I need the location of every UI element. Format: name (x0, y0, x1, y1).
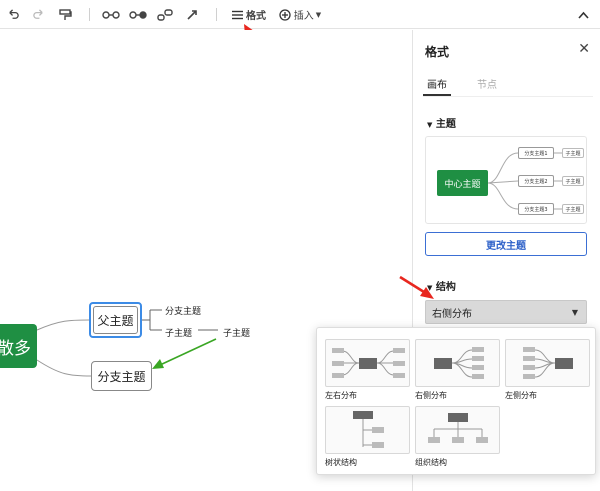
structure-section-header[interactable]: ▼ 结构 (427, 278, 456, 293)
parent-topic[interactable]: 父主题 (89, 302, 142, 338)
structure-option-label: 左侧分布 (505, 391, 537, 400)
preview-child-1: 子主题 (562, 148, 584, 158)
left-right-layout-icon (332, 348, 405, 378)
close-icon[interactable]: ✕ (578, 41, 590, 57)
collapse-icon[interactable] (574, 0, 592, 29)
theme-section-header[interactable]: ▼ 主题 (427, 115, 456, 130)
boundary-icon[interactable] (155, 0, 175, 29)
branch-topic[interactable]: 分支主题 (91, 361, 152, 391)
format-button[interactable]: 格式 (228, 0, 270, 29)
parent-topic-label: 父主题 (97, 313, 134, 328)
structure-selected-value: 右侧分布 (432, 308, 472, 320)
structure-option-label: 左右分布 (325, 391, 357, 400)
preview-branch-3: 分支主题3 (518, 203, 554, 215)
sub-topic-1[interactable]: 分支主题 (165, 307, 202, 317)
preview-branch-1: 分支主题1 (518, 147, 554, 159)
org-chart-layout-icon (428, 413, 488, 443)
active-tab-indicator (423, 94, 451, 96)
structure-option-label: 右侧分布 (415, 391, 447, 400)
format-icon (232, 10, 243, 19)
left-layout-icon (523, 347, 573, 379)
option-thumbnail (505, 339, 590, 387)
option-thumbnail (415, 339, 500, 387)
structure-option-label: 组织结构 (415, 458, 447, 467)
annotation-arrow-red (399, 275, 434, 299)
sub-topic-2[interactable]: 子主题 (165, 329, 193, 339)
sub-topic-3[interactable]: 子主题 (223, 329, 251, 339)
chevron-down-icon: ▼ (571, 308, 578, 317)
tree-layout-icon (353, 411, 384, 448)
parent-topic-box: 父主题 (93, 306, 138, 334)
undo-icon[interactable] (4, 0, 22, 29)
structure-options-popup: 左右分布 右侧分布 左侧分布 (316, 327, 596, 475)
caret-down-icon: ▼ (427, 284, 433, 292)
structure-select[interactable]: 右侧分布 ▼ (425, 300, 587, 324)
right-layout-icon (434, 347, 484, 379)
theme-preview[interactable]: 中心主题 分支主题1 分支主题2 分支主题3 子主题 子主题 子主题 (425, 136, 587, 224)
toolbar: 格式 插入 ▼ (0, 0, 600, 29)
preview-center-topic: 中心主题 (437, 170, 488, 196)
change-theme-button[interactable]: 更改主题 (425, 232, 587, 256)
toolbar-separator (216, 8, 217, 21)
tab-canvas[interactable]: 画布 (427, 80, 447, 91)
insert-label: 插入 (293, 11, 314, 22)
preview-child-3: 子主题 (562, 204, 584, 214)
annotation-arrow-green (152, 338, 217, 369)
option-thumbnail (415, 406, 500, 454)
option-thumbnail (325, 339, 410, 387)
structure-option-left[interactable]: 左侧分布 (505, 339, 590, 401)
option-thumbnail (325, 406, 410, 454)
structure-option-left-right[interactable]: 左右分布 (325, 339, 410, 401)
tab-divider (423, 96, 593, 97)
structure-option-tree[interactable]: 树状结构 (325, 406, 410, 468)
theme-section-label: 主题 (435, 119, 456, 130)
theme-preview-lines (487, 152, 562, 210)
preview-branch-2: 分支主题2 (518, 175, 554, 187)
toolbar-separator (89, 8, 90, 21)
summary-icon[interactable] (127, 0, 149, 29)
insert-icon (279, 8, 291, 21)
format-painter-icon[interactable] (55, 0, 75, 29)
connector-icon[interactable] (182, 0, 202, 29)
relation-icon[interactable] (100, 0, 122, 29)
caret-down-icon: ▼ (427, 121, 433, 129)
preview-child-2: 子主题 (562, 176, 584, 186)
format-label: 格式 (246, 11, 266, 22)
structure-option-label: 树状结构 (325, 458, 357, 467)
structure-section-label: 结构 (435, 282, 456, 293)
tab-node[interactable]: 节点 (477, 80, 497, 91)
chevron-down-icon: ▼ (315, 10, 322, 19)
structure-option-right[interactable]: 右侧分布 (415, 339, 500, 401)
root-topic-label: 散多 (0, 338, 31, 359)
redo-icon[interactable] (29, 0, 47, 29)
structure-option-org[interactable]: 组织结构 (415, 406, 500, 468)
branch-topic-label: 分支主题 (97, 369, 146, 384)
root-topic[interactable]: 散多 (0, 324, 37, 368)
connector-lines (36, 309, 218, 377)
insert-button[interactable]: 插入 ▼ (277, 0, 323, 29)
panel-title: 格式 (425, 45, 450, 59)
